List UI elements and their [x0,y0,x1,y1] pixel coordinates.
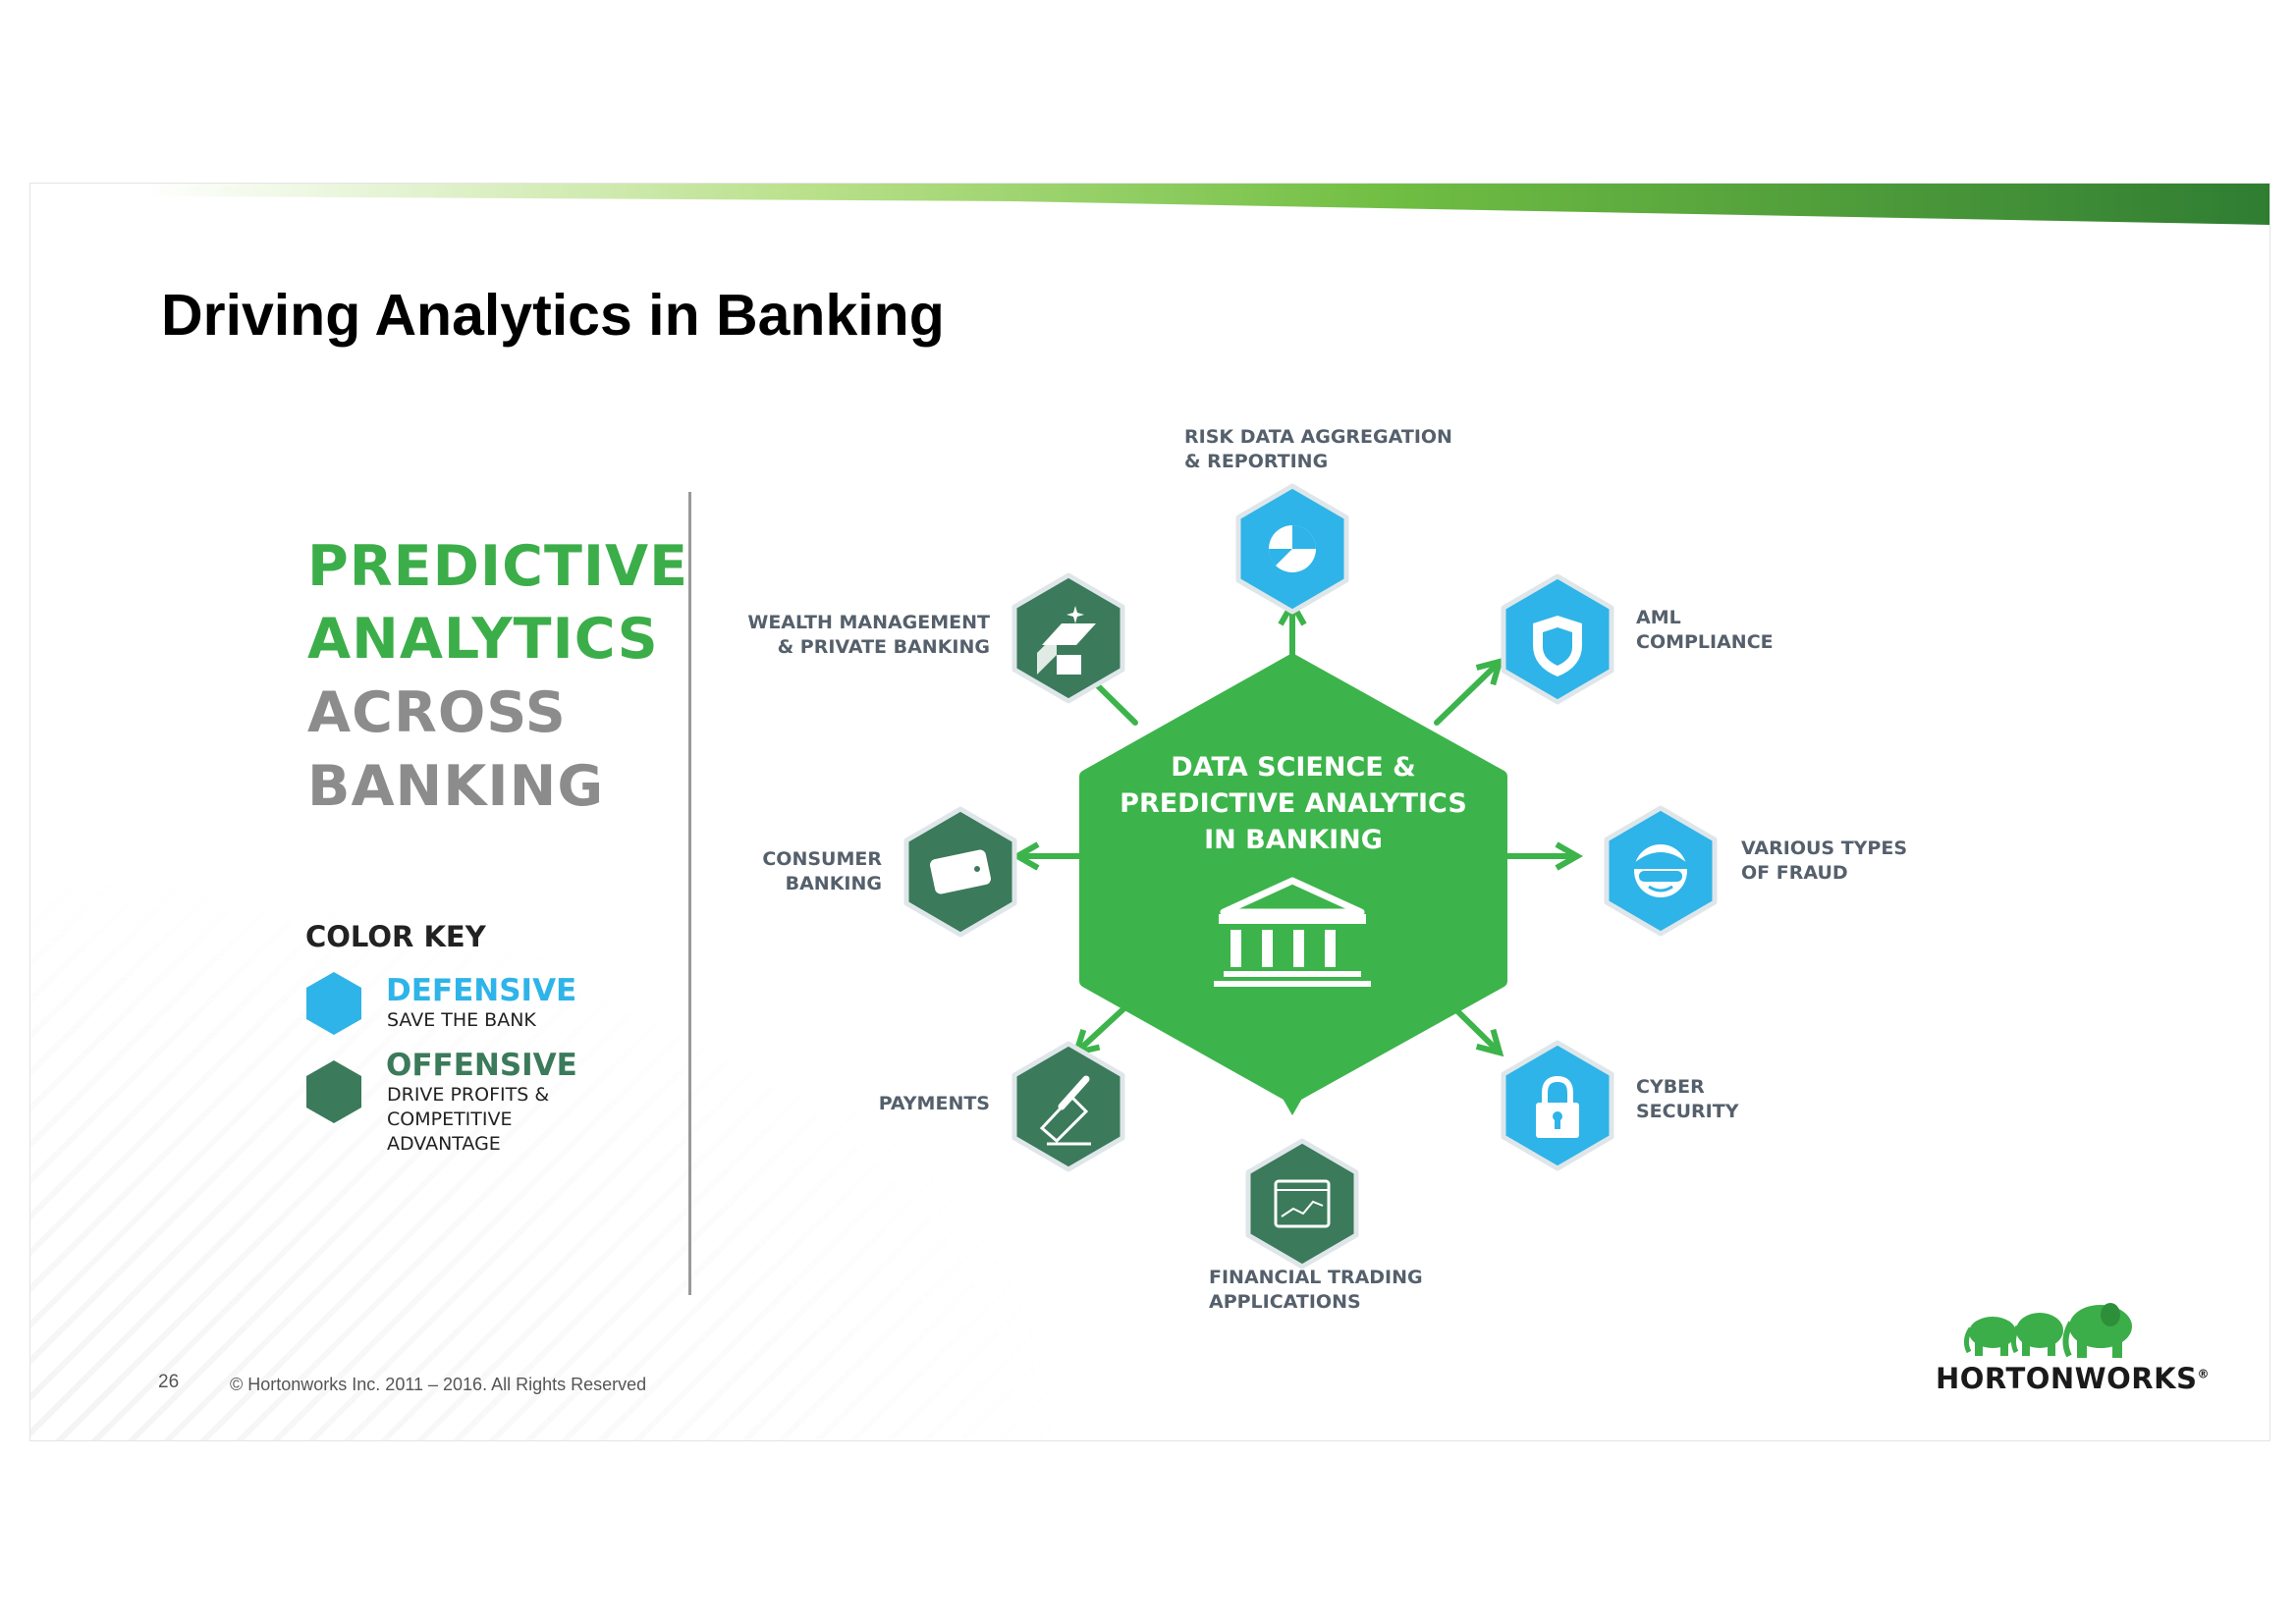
node-wealth [1011,572,1125,704]
label-fraud: VARIOUS TYPES OF FRAUD [1741,838,1908,884]
label-wealth: WEALTH MANAGEMENT & PRIVATE BANKING [747,612,990,658]
node-cyber [1501,1040,1614,1171]
signing-pen-icon [1039,1075,1091,1146]
gold-bars-icon [1037,606,1096,675]
arrow-to-cyber [1437,991,1504,1057]
slide: Driving Analytics in Banking PREDICTIVE … [29,183,2270,1441]
padlock-icon [1536,1075,1579,1138]
label-risk: RISK DATA AGGREGATION & REPORTING [1184,426,1452,472]
headline-line-4: BANKING [307,754,605,819]
background-pattern [30,851,1111,1440]
node-payments [1011,1041,1125,1172]
defensive-key-subtext: SAVE THE BANK [387,1009,536,1031]
offensive-key-hexagon [306,1060,361,1123]
trading-chart-icon [1274,1179,1331,1228]
label-consumer: CONSUMER BANKING [762,848,882,894]
headline-line-1: PREDICTIVE [307,534,689,599]
defensive-key-label: DEFENSIVE [386,973,577,1008]
label-cyber: CYBER SECURITY [1636,1076,1739,1122]
node-aml [1501,573,1614,705]
defensive-key-hexagon [306,972,361,1035]
top-accent-bar [30,184,2269,225]
wallet-icon [930,849,991,894]
bank-building-icon [1214,877,1371,987]
headline-line-3: ACROSS [307,680,567,745]
node-consumer [903,806,1017,938]
page-number: 26 [158,1372,180,1392]
headline-line-2: ANALYTICS [307,607,659,672]
label-payments: PAYMENTS [878,1093,990,1114]
slide-title: Driving Analytics in Banking [161,283,945,348]
color-key-title: COLOR KEY [305,920,486,953]
offensive-key-label: OFFENSIVE [386,1048,577,1083]
node-trading [1245,1138,1359,1270]
offensive-key-subtext: DRIVE PROFITS & COMPETITIVE ADVANTAGE [387,1084,550,1155]
elephants-logo-icon [1963,1303,2132,1358]
arrow-to-aml [1434,657,1504,726]
pie-chart-icon [1269,525,1316,572]
arrow-to-payments [1071,991,1143,1057]
analytics-diagram [903,483,1718,1270]
center-text: DATA SCIENCE & PREDICTIVE ANALYTICS IN B… [1120,752,1467,855]
vertical-divider [688,492,691,1295]
copyright-text: © Hortonworks Inc. 2011 – 2016. All Righ… [230,1375,647,1394]
shield-icon [1533,616,1582,676]
label-aml: AML COMPLIANCE [1636,607,1774,653]
arrows [1011,597,1584,1116]
node-fraud [1604,805,1718,937]
node-risk [1235,483,1349,615]
hortonworks-logo-text: HORTONWORKS® [1936,1362,2210,1395]
label-trading: FINANCIAL TRADING APPLICATIONS [1209,1267,1423,1313]
thief-mask-icon [1634,844,1687,897]
